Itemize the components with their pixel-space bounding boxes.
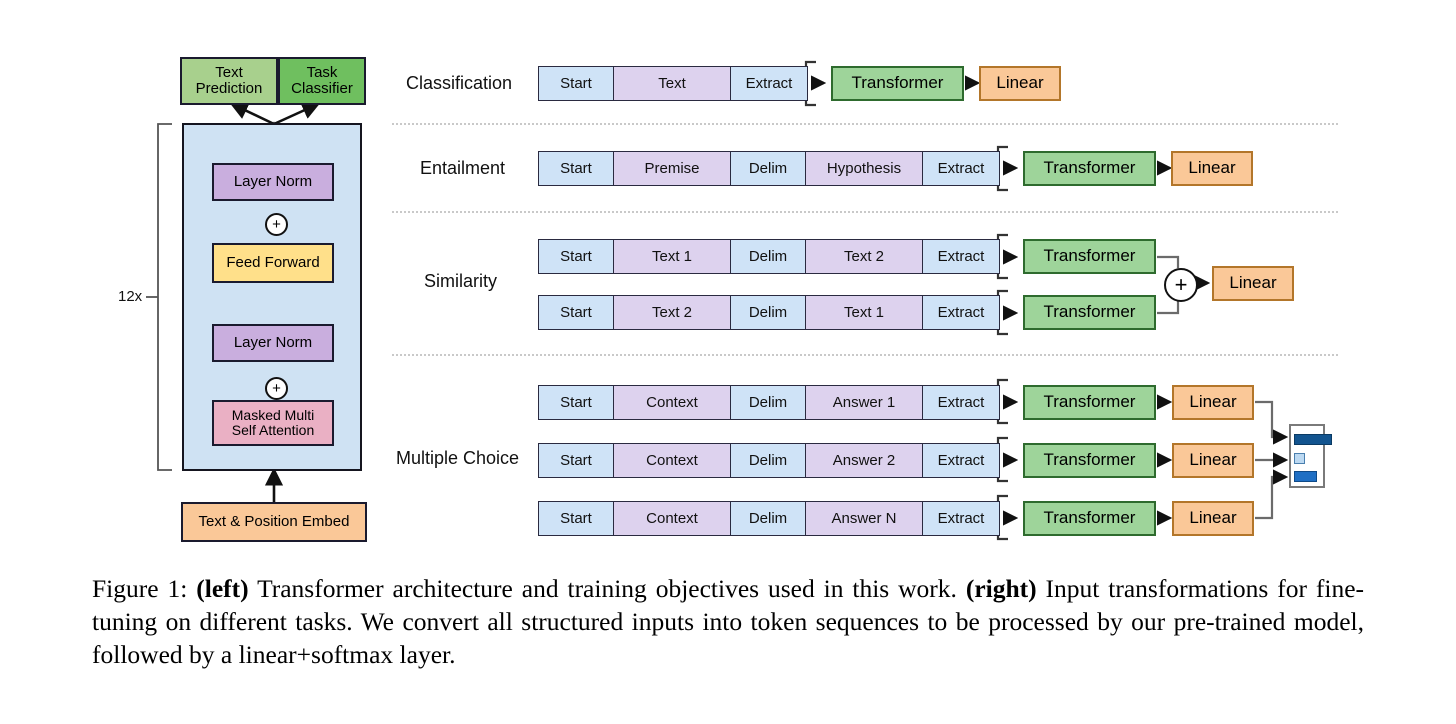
token-delim: Delim <box>730 239 806 274</box>
similarity-add-combiner: + <box>1164 268 1198 302</box>
token-start: Start <box>538 501 614 536</box>
head-task-classifier-label: Task Classifier <box>291 63 353 97</box>
head-task-classifier: Task Classifier <box>278 57 366 105</box>
figure-caption: Figure 1: (left) Transformer architectur… <box>92 572 1364 671</box>
attention-label-line2: Self Attention <box>231 422 315 438</box>
divider-1 <box>392 123 1338 125</box>
task-label-similarity: Similarity <box>424 271 498 291</box>
token-premise: Premise <box>613 151 731 186</box>
task-label-multiple-choice: Multiple Choice <box>396 448 520 468</box>
token-extract: Extract <box>730 66 808 101</box>
linear-similarity: Linear <box>1212 266 1294 301</box>
similarity-add-symbol: + <box>1174 272 1188 297</box>
token-context: Context <box>613 501 731 536</box>
token-text-2: Text 2 <box>805 239 923 274</box>
softmax-output-box <box>1289 424 1332 488</box>
token-hypothesis: Hypothesis <box>805 151 923 186</box>
token-text: Text <box>613 66 731 101</box>
attention-label-line1: Masked Multi <box>231 406 315 423</box>
token-start: Start <box>538 66 614 101</box>
block-feed-forward: Feed Forward <box>212 243 334 283</box>
caption-part-1: Transformer architecture and training ob… <box>248 574 966 603</box>
block-layer-norm-lower: Layer Norm <box>212 324 334 362</box>
caption-left-tag: (left) <box>196 574 249 603</box>
token-start: Start <box>538 295 614 330</box>
divider-2 <box>392 211 1338 213</box>
token-start: Start <box>538 151 614 186</box>
transformer-similarity-b: Transformer <box>1023 295 1156 330</box>
token-extract: Extract <box>922 239 1000 274</box>
token-start: Start <box>538 239 614 274</box>
token-extract: Extract <box>922 443 1000 478</box>
token-text-2: Text 2 <box>613 295 731 330</box>
transformer-choice-1: Transformer <box>1023 385 1156 420</box>
text-position-embed: Text & Position Embed <box>181 502 367 542</box>
token-delim: Delim <box>730 295 806 330</box>
residual-add-lower: + <box>265 377 288 400</box>
token-delim: Delim <box>730 501 806 536</box>
head-text-prediction-label: Text Prediction <box>195 63 263 97</box>
divider-3 <box>392 354 1338 356</box>
token-extract: Extract <box>922 151 1000 186</box>
linear-choice-1: Linear <box>1172 385 1254 420</box>
residual-add-upper: + <box>265 213 288 236</box>
caption-prefix: Figure 1: <box>92 574 188 603</box>
linear-classification: Linear <box>979 66 1061 101</box>
softmax-bar-1 <box>1294 434 1332 445</box>
token-start: Start <box>538 385 614 420</box>
block-masked-multi-self-attention: Masked Multi Self Attention <box>212 400 334 446</box>
task-label-classification: Classification <box>406 73 513 93</box>
token-answer-n: Answer N <box>805 501 923 536</box>
token-extract: Extract <box>922 501 1000 536</box>
text-position-embed-label: Text & Position Embed <box>198 512 350 530</box>
softmax-bar-3 <box>1294 471 1317 482</box>
transformer-choice-n: Transformer <box>1023 501 1156 536</box>
residual-add-upper-symbol: + <box>272 216 281 233</box>
token-answer-1: Answer 1 <box>805 385 923 420</box>
token-start: Start <box>538 443 614 478</box>
token-delim: Delim <box>730 385 806 420</box>
residual-add-lower-symbol: + <box>272 380 281 397</box>
caption-right-tag: (right) <box>965 574 1037 603</box>
token-context: Context <box>613 385 731 420</box>
token-context: Context <box>613 443 731 478</box>
token-delim: Delim <box>730 443 806 478</box>
block-feed-forward-label: Feed Forward <box>226 253 320 271</box>
token-text-1: Text 1 <box>613 239 731 274</box>
softmax-bar-2 <box>1294 453 1305 464</box>
transformer-similarity-a: Transformer <box>1023 239 1156 274</box>
linear-entailment: Linear <box>1171 151 1253 186</box>
token-delim: Delim <box>730 151 806 186</box>
token-text-1: Text 1 <box>805 295 923 330</box>
block-layer-norm-upper-label: Layer Norm <box>233 172 313 190</box>
token-extract: Extract <box>922 295 1000 330</box>
transformer-entailment: Transformer <box>1023 151 1156 186</box>
transformer-choice-2: Transformer <box>1023 443 1156 478</box>
block-layer-norm-upper: Layer Norm <box>212 163 334 201</box>
linear-choice-n: Linear <box>1172 501 1254 536</box>
head-text-prediction: Text Prediction <box>180 57 278 105</box>
task-label-entailment: Entailment <box>420 158 506 178</box>
token-extract: Extract <box>922 385 1000 420</box>
transformer-classification: Transformer <box>831 66 964 101</box>
token-answer-2: Answer 2 <box>805 443 923 478</box>
block-layer-norm-lower-label: Layer Norm <box>233 333 313 351</box>
linear-choice-2: Linear <box>1172 443 1254 478</box>
caption-part-2: Input transformations for fine-tuning on… <box>92 574 1365 670</box>
repeat-label: 12x <box>118 288 143 305</box>
